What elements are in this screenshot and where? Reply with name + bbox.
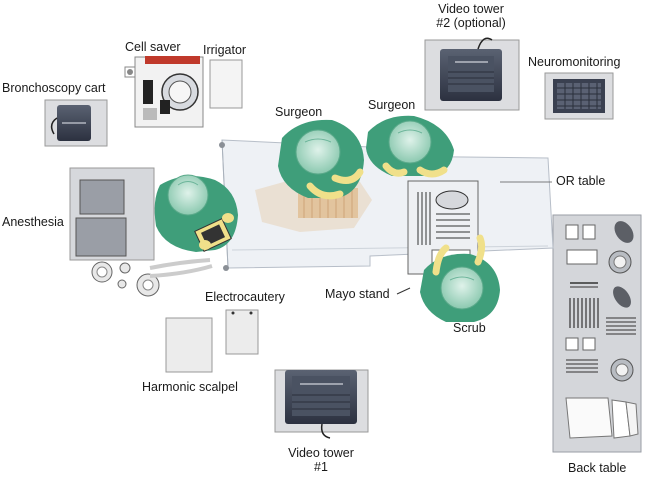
- cell-saver-label: Cell saver: [125, 40, 181, 54]
- surgeon-left: [278, 119, 364, 200]
- video-tower-1: [274, 369, 369, 439]
- bronchoscopy-cart-label: Bronchoscopy cart: [2, 81, 106, 95]
- or-table-label: OR table: [556, 174, 606, 188]
- electrocautery: [225, 309, 259, 355]
- scrub-label: Scrub: [453, 321, 486, 335]
- video-tower-1-label-line1: Video tower: [288, 446, 354, 460]
- scrub-tech: [420, 234, 500, 322]
- irrigator-label: Irrigator: [203, 43, 247, 57]
- irrigator: [209, 59, 243, 109]
- bronchoscopy-cart: [44, 99, 108, 147]
- video-tower-2-label-line2: #2 (optional): [436, 16, 506, 30]
- video-tower-1-label-line2: #1: [314, 460, 328, 474]
- neuromonitoring-label: Neuromonitoring: [528, 55, 621, 69]
- harmonic-scalpel: [165, 317, 213, 373]
- anesthesia-label: Anesthesia: [2, 215, 64, 229]
- cell-saver: [124, 56, 204, 128]
- video-tower-1-label: Video tower #1: [281, 446, 361, 474]
- surgeon-right: [366, 115, 454, 178]
- mayo-stand-label: Mayo stand: [325, 287, 390, 301]
- anesthesiologist: [154, 174, 238, 252]
- electrocautery-label: Electrocautery: [205, 290, 285, 304]
- video-tower-2-label-line1: Video tower: [438, 2, 504, 16]
- surgeon-right-label: Surgeon: [368, 98, 416, 112]
- video-tower-2: [424, 37, 520, 111]
- neuromonitoring: [544, 72, 614, 120]
- back-table-label: Back table: [568, 461, 627, 475]
- anesthesia-machine: [69, 167, 213, 297]
- video-tower-2-label: Video tower #2 (optional): [422, 2, 520, 30]
- back-table: [552, 214, 642, 453]
- harmonic-scalpel-label: Harmonic scalpel: [142, 380, 238, 394]
- surgeon-left-label: Surgeon: [275, 105, 323, 119]
